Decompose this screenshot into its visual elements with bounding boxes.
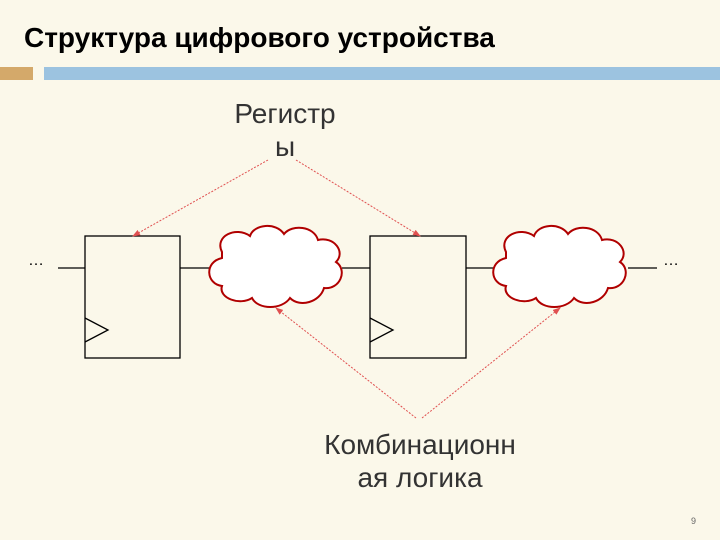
clock-input-triangle-icon xyxy=(369,317,395,343)
registers-label-line-2: ы xyxy=(274,131,296,162)
logic-cloud-1 xyxy=(208,225,343,308)
title-underline-bar xyxy=(44,67,720,80)
registers-label-line-1: Регистр xyxy=(234,98,336,129)
ellipsis-right: … xyxy=(663,252,680,269)
register-block-2 xyxy=(369,235,467,359)
combinational-logic-label-line-2: ая логика xyxy=(357,462,483,493)
arrow-to-register-1 xyxy=(132,159,269,237)
clock-input-triangle-icon xyxy=(84,317,110,343)
arrow-to-logic-cloud-1 xyxy=(275,307,417,419)
combinational-logic-label-line-1: Комбинационн xyxy=(324,429,516,460)
logic-cloud-2 xyxy=(492,225,627,308)
combinational-logic-label: Комбинационн ая логика xyxy=(290,428,550,494)
title-accent-block xyxy=(0,67,33,80)
slide-title: Структура цифрового устройства xyxy=(24,22,495,53)
arrow-to-logic-cloud-2 xyxy=(421,307,561,419)
register-block-1 xyxy=(84,235,181,359)
page-number: 9 xyxy=(690,516,696,526)
ellipsis-left: … xyxy=(28,252,45,269)
registers-label: Регистр ы xyxy=(210,97,360,163)
arrow-to-register-2 xyxy=(295,159,421,237)
